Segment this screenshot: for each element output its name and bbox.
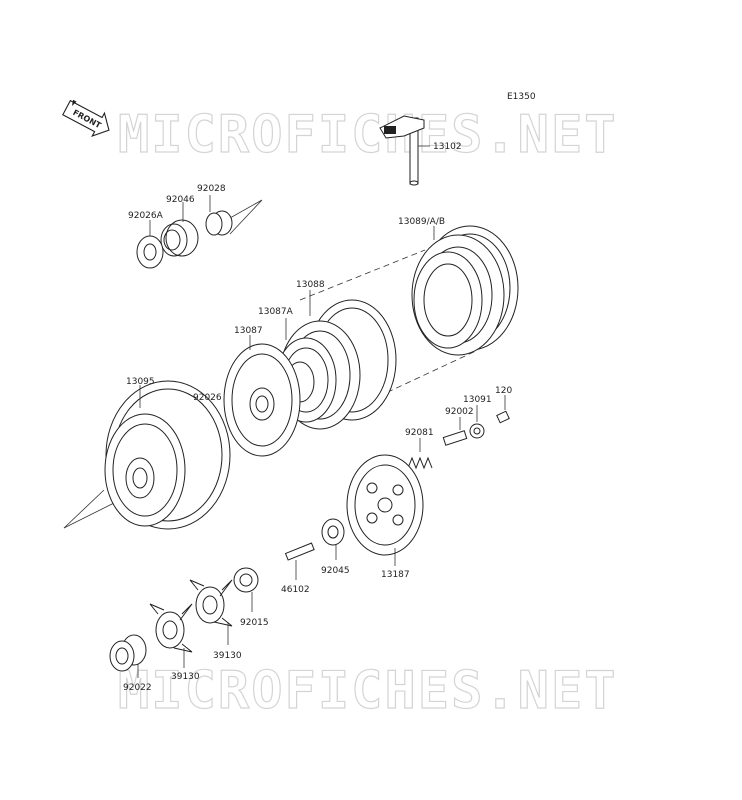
watermark-bottom: MICROFICHES.NET [118,661,618,721]
part-13102-shaft [379,115,430,186]
part-92022-sleeve [109,634,147,678]
part-92015-nut [233,567,259,612]
part-label-13095[interactable]: 13095 [126,377,155,387]
part-13187-cover [346,454,424,566]
part-label-39130-upper[interactable]: 39130 [213,651,242,661]
part-label-13087A[interactable]: 13087A [258,307,294,317]
part-label-39130-lower[interactable]: 39130 [171,672,200,682]
part-label-92046[interactable]: 92046 [166,195,195,205]
part-label-13087[interactable]: 13087 [234,326,263,336]
part-label-13091[interactable]: 13091 [463,395,492,405]
part-13089-plates [411,225,519,356]
part-label-92022[interactable]: 92022 [123,683,152,693]
part-92081-spring [407,438,433,470]
part-label-13088[interactable]: 13088 [296,280,325,290]
figure-code: E1350 [507,92,536,102]
part-46102-rod [284,542,315,580]
part-label-120[interactable]: 120 [495,386,512,396]
part-label-92002[interactable]: 92002 [445,407,474,417]
part-label-92045[interactable]: 92045 [321,566,350,576]
part-label-46102[interactable]: 46102 [281,585,310,595]
part-13088-hub [275,290,397,430]
part-13087-plate [223,335,301,457]
part-label-92028[interactable]: 92028 [197,184,226,194]
part-small-bolts [442,395,510,446]
part-label-13187[interactable]: 13187 [381,570,410,580]
part-label-13102[interactable]: 13102 [433,142,462,152]
part-label-92026A[interactable]: 92026A [128,211,164,221]
part-39130-washer-lower [149,603,193,668]
part-13095-housing [104,380,231,530]
part-label-13089[interactable]: 13089/A/B [398,217,445,227]
part-label-92026[interactable]: 92026 [193,393,222,403]
part-92045-bearing [321,518,345,560]
part-bearing-group [136,195,263,269]
front-arrow-icon: FRONT [62,99,110,138]
part-label-92081[interactable]: 92081 [405,428,434,438]
part-label-92015[interactable]: 92015 [240,618,269,628]
part-39130-washer-upper [189,579,233,645]
watermark-top: MICROFICHES.NET [118,105,618,165]
